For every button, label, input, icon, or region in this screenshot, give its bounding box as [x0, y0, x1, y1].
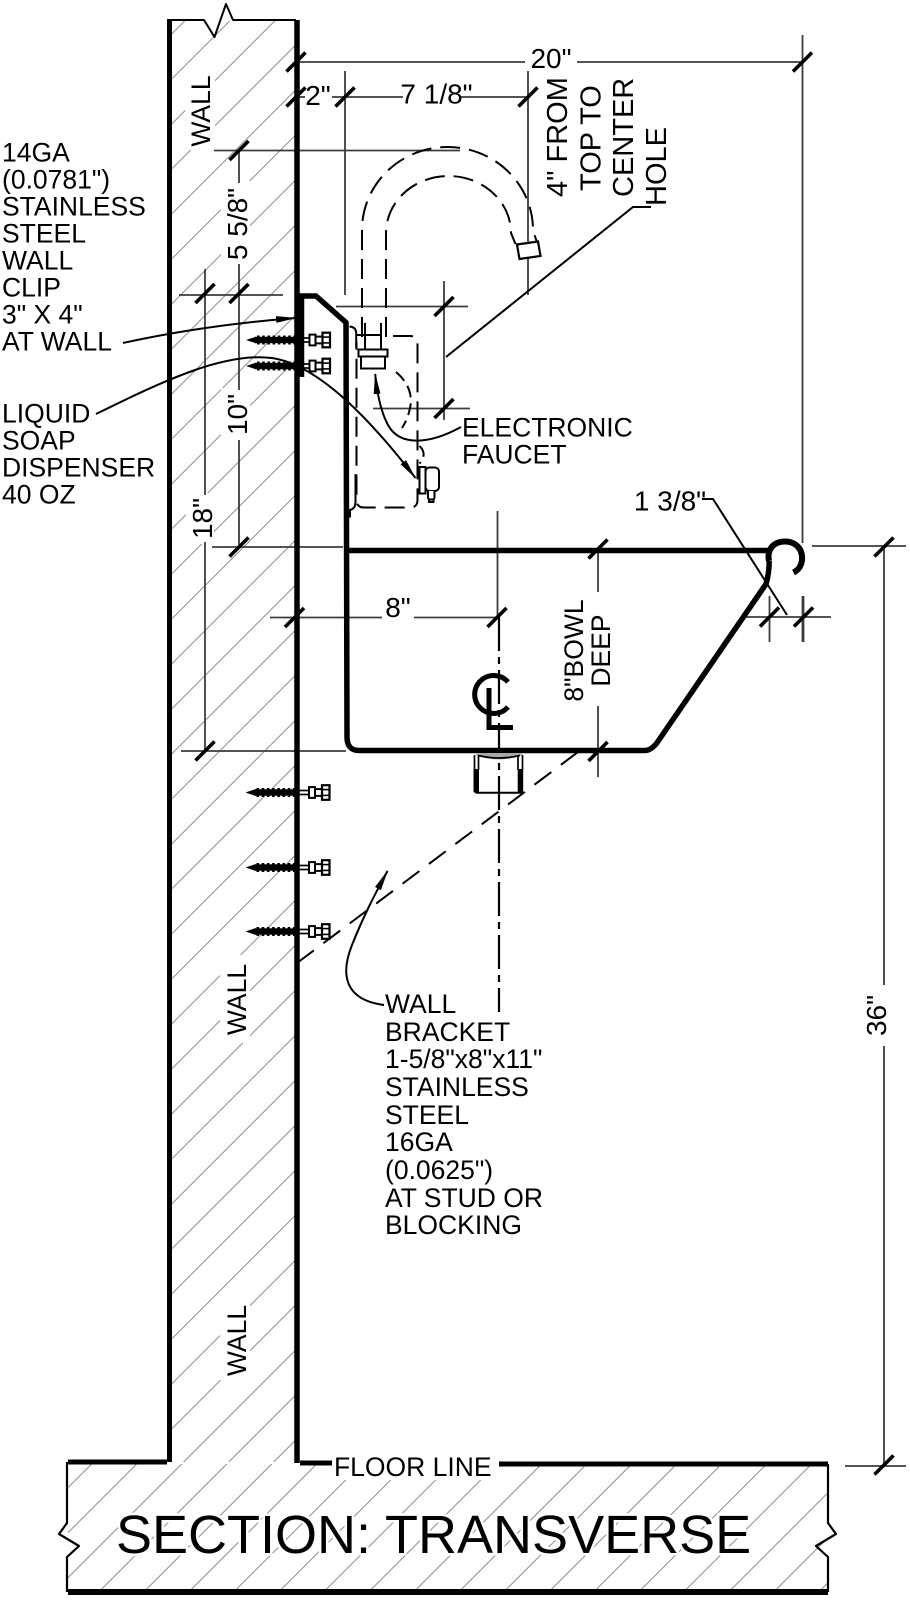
svg-text:STAINLESS: STAINLESS: [2, 192, 146, 222]
svg-text:SECTION: TRANSVERSE: SECTION: TRANSVERSE: [116, 1505, 751, 1565]
svg-text:3" X 4": 3" X 4": [2, 300, 83, 330]
svg-text:8"BOWL: 8"BOWL: [559, 599, 589, 701]
svg-text:DEEP: DEEP: [586, 614, 616, 686]
svg-text:WALL: WALL: [186, 75, 216, 146]
svg-text:5 5/8": 5 5/8": [222, 188, 253, 260]
svg-text:LIQUID: LIQUID: [2, 399, 90, 429]
svg-text:18": 18": [187, 498, 218, 539]
svg-text:1-5/8"x8"x11": 1-5/8"x8"x11": [385, 1044, 542, 1074]
svg-text:CENTER: CENTER: [608, 78, 640, 197]
svg-text:FLOOR LINE: FLOOR LINE: [334, 1452, 492, 1482]
svg-text:2": 2": [305, 80, 331, 111]
svg-text:36": 36": [861, 995, 892, 1036]
svg-text:10": 10": [222, 394, 253, 435]
svg-text:(0.0625"): (0.0625"): [385, 1155, 493, 1185]
svg-text:SOAP: SOAP: [2, 426, 76, 456]
svg-text:14GA: 14GA: [2, 138, 70, 168]
svg-text:WALL: WALL: [222, 1305, 252, 1376]
svg-text:4" FROM: 4" FROM: [542, 77, 574, 197]
svg-text:STAINLESS: STAINLESS: [385, 1072, 529, 1102]
svg-text:STEEL: STEEL: [385, 1100, 469, 1130]
svg-text:40 OZ: 40 OZ: [2, 480, 76, 510]
svg-text:20": 20": [530, 43, 571, 74]
svg-text:CLIP: CLIP: [2, 273, 61, 303]
svg-text:8": 8": [385, 592, 411, 623]
svg-text:(0.0781"): (0.0781"): [2, 165, 110, 195]
svg-text:7 1/8": 7 1/8": [400, 79, 472, 110]
svg-text:TOP TO: TOP TO: [576, 85, 608, 191]
svg-text:WALL: WALL: [385, 989, 456, 1019]
svg-text:HOLE: HOLE: [641, 127, 673, 206]
svg-text:STEEL: STEEL: [2, 219, 86, 249]
svg-text:AT STUD OR: AT STUD OR: [385, 1183, 543, 1213]
svg-text:WALL: WALL: [222, 964, 252, 1035]
svg-text:BRACKET: BRACKET: [385, 1017, 510, 1047]
svg-text:FAUCET: FAUCET: [462, 440, 567, 470]
svg-text:WALL: WALL: [2, 246, 73, 276]
svg-text:BLOCKING: BLOCKING: [385, 1210, 522, 1240]
svg-text:ELECTRONIC: ELECTRONIC: [462, 413, 633, 443]
svg-text:AT WALL: AT WALL: [2, 327, 112, 357]
svg-text:16GA: 16GA: [385, 1127, 453, 1157]
svg-text:DISPENSER: DISPENSER: [2, 453, 155, 483]
svg-text:1 3/8": 1 3/8": [634, 486, 706, 517]
